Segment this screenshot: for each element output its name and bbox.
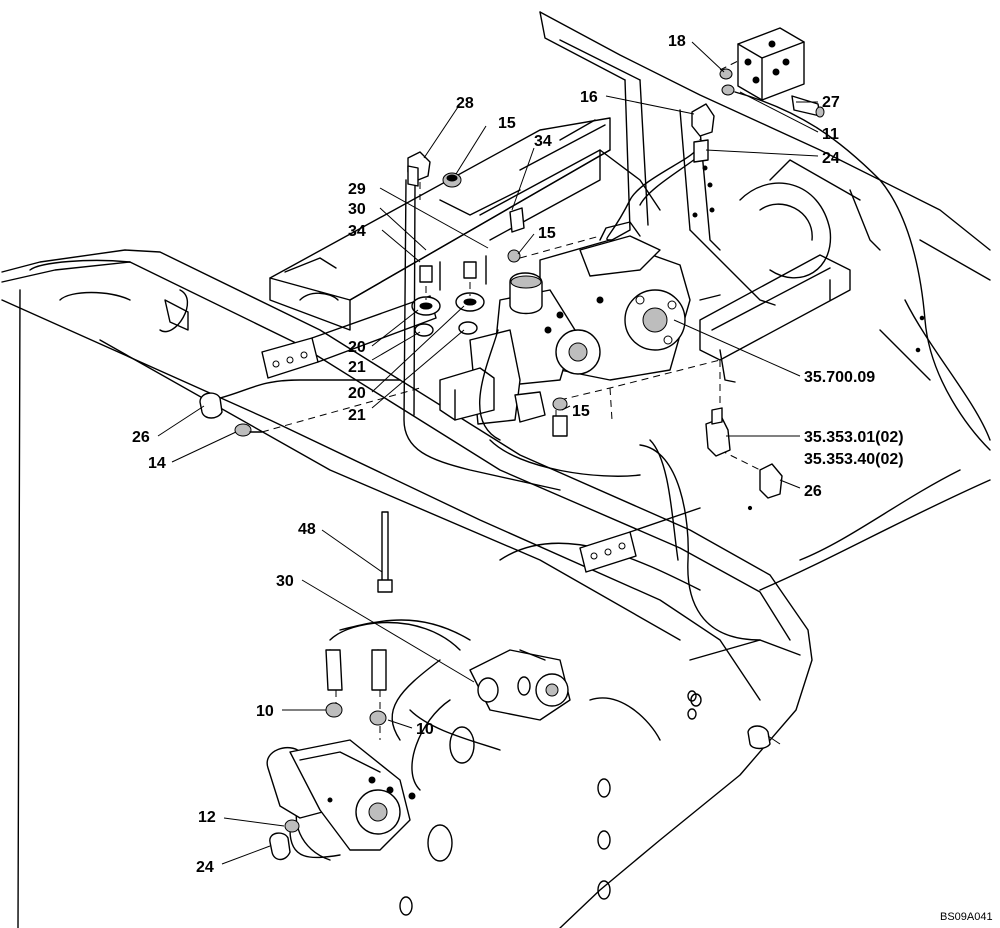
- hydraulic-hoses: [219, 91, 991, 861]
- frame-holes: [399, 690, 702, 916]
- drawing-reference-code: BS09A041: [940, 911, 993, 923]
- main-pump-assembly: [439, 221, 691, 425]
- callout-16: 16: [580, 89, 598, 106]
- drive-motor: [266, 739, 416, 851]
- callout-48: 48: [298, 521, 316, 538]
- callout-10-right: 10: [416, 721, 434, 738]
- callout-15-top: 15: [498, 115, 516, 132]
- callout-35-353-40: 35.353.40(02): [804, 451, 904, 468]
- callout-15-mid: 15: [538, 225, 556, 242]
- rear-motor: [469, 649, 571, 721]
- callout-35-353-01: 35.353.01(02): [804, 429, 904, 446]
- callout-27: 27: [822, 94, 840, 111]
- callout-29: 29: [348, 181, 366, 198]
- pump-mount-bracket: [269, 117, 661, 331]
- callout-26-right: 26: [804, 483, 822, 500]
- callout-34-top: 34: [534, 133, 552, 150]
- callout-11: 11: [822, 126, 839, 143]
- callout-12: 12: [198, 809, 216, 826]
- mount-rail: [261, 295, 701, 573]
- callout-18: 18: [668, 33, 686, 50]
- callout-30-top: 30: [348, 201, 366, 218]
- callout-24-top: 24: [822, 150, 840, 167]
- rear-frame-and-fan: [539, 11, 991, 591]
- callout-35-700-09: 35.700.09: [804, 369, 875, 386]
- mount-hardware: [411, 255, 487, 337]
- leader-lines: [157, 41, 819, 865]
- callout-14: 14: [148, 455, 166, 472]
- callout-20-a: 20: [348, 339, 366, 356]
- callout-26-left: 26: [132, 429, 150, 446]
- callout-15-low: 15: [572, 403, 590, 420]
- callout-30-low: 30: [276, 573, 294, 590]
- callout-34-mid: 34: [348, 223, 366, 240]
- callout-21-a: 21: [348, 359, 366, 376]
- callout-20-b: 20: [348, 385, 366, 402]
- callout-28: 28: [456, 95, 474, 112]
- callout-labels: 18 16 27 11 24 28 15 34 29 30 34 15 20 2…: [132, 33, 993, 923]
- callout-24-low: 24: [196, 859, 214, 876]
- callout-10-left: 10: [256, 703, 274, 720]
- callout-21-b: 21: [348, 407, 366, 424]
- hose-fittings: [199, 27, 825, 861]
